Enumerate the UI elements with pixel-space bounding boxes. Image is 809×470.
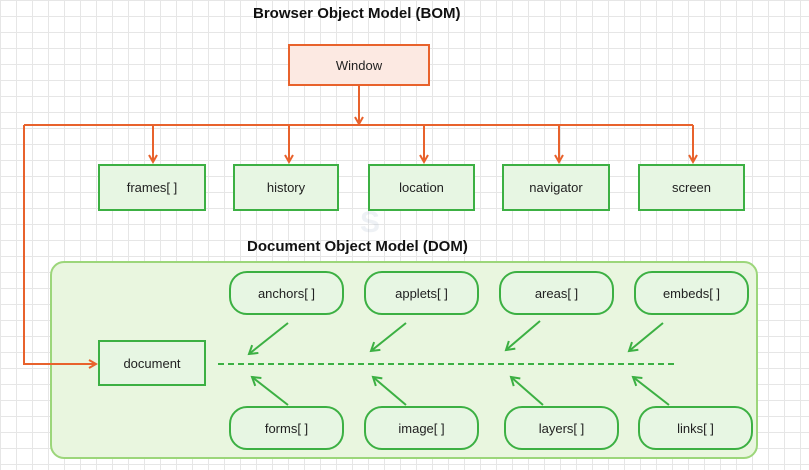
arrow-areas: [504, 320, 541, 352]
arrow-forms: [250, 375, 289, 406]
bom-title: Browser Object Model (BOM): [253, 5, 461, 22]
frames-node: frames[ ]: [98, 164, 206, 211]
forms-node: forms[ ]: [229, 406, 344, 450]
areas-node: areas[ ]: [499, 271, 614, 315]
screen-node: screen: [638, 164, 745, 211]
location-node: location: [368, 164, 475, 211]
layers-node: layers[ ]: [504, 406, 619, 450]
watermark-logo: S: [360, 206, 381, 239]
embeds-node: embeds[ ]: [634, 271, 749, 315]
links-node: links[ ]: [638, 406, 753, 450]
arrow-applets: [369, 322, 407, 353]
applets-node: applets[ ]: [364, 271, 479, 315]
anchors-node: anchors[ ]: [229, 271, 344, 315]
document-node: document: [98, 340, 206, 386]
arrow-embeds: [627, 322, 664, 353]
image-node: image[ ]: [364, 406, 479, 450]
arrow-links: [631, 375, 670, 406]
arrow-anchors: [247, 322, 289, 356]
arrow-layers: [509, 375, 544, 406]
arrow-image: [371, 375, 407, 406]
history-node: history: [233, 164, 339, 211]
connector-document: [23, 125, 96, 364]
dom-title: Document Object Model (DOM): [247, 238, 468, 255]
navigator-node: navigator: [502, 164, 610, 211]
window-node: Window: [288, 44, 430, 86]
